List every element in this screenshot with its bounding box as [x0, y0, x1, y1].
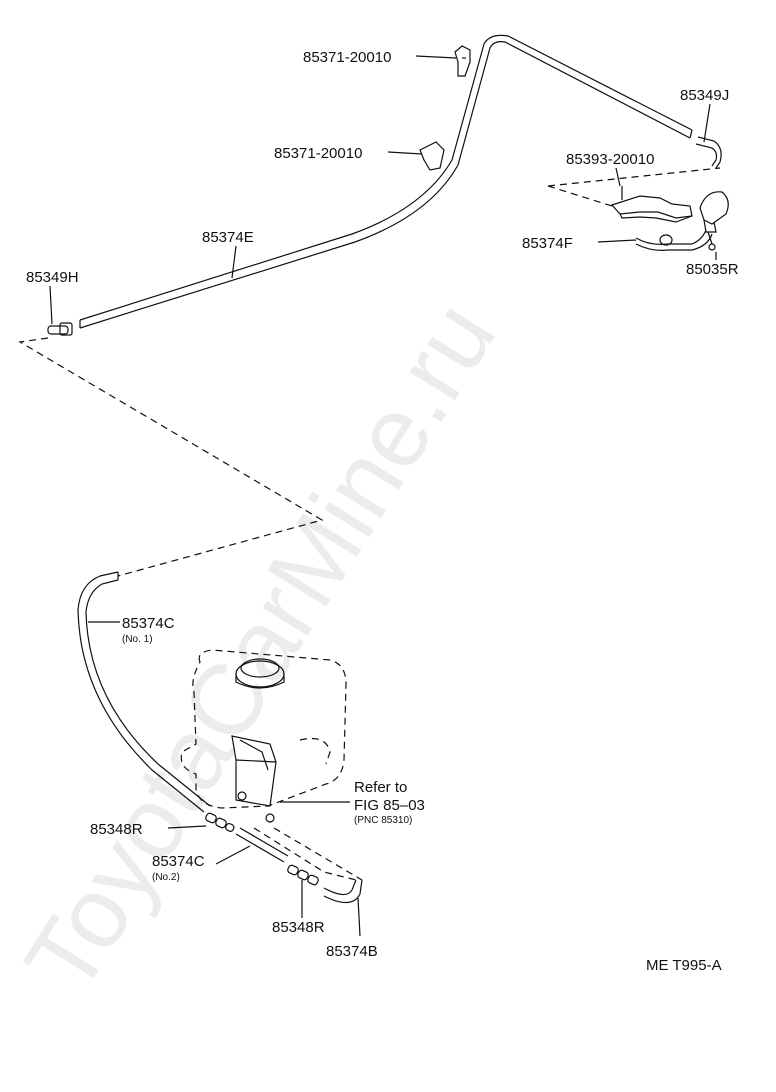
- label-hose-e: 85374E: [202, 229, 254, 246]
- bracket-85393: [610, 186, 693, 223]
- hose-85374f: [635, 229, 713, 251]
- label-hose-c2: 85374C: [152, 853, 205, 870]
- hose-85374b: [323, 879, 363, 904]
- clip-upper-part: [454, 45, 471, 77]
- label-hose-b: 85374B: [326, 943, 378, 960]
- label-joint-h: 85349H: [26, 269, 79, 286]
- dashed-line-lower: [253, 827, 363, 881]
- nozzle-85035r: [699, 191, 729, 251]
- label-joint-r-upper: 85348R: [90, 821, 143, 838]
- watermark-text: ToyotaCarMine.ru: [4, 283, 517, 1012]
- joint-85349j: [695, 136, 722, 169]
- dashed-line-main: [18, 337, 324, 577]
- label-joint-j: 85349J: [680, 87, 729, 104]
- clip-lower-part: [419, 141, 445, 171]
- label-hose-f: 85374F: [522, 235, 573, 252]
- label-nozzle: 85035R: [686, 261, 739, 278]
- washer-tank: [180, 649, 347, 809]
- label-hose-c1: 85374C: [122, 615, 175, 632]
- joint-85349h: [47, 322, 73, 336]
- label-clip-lower: 85371-20010: [274, 145, 362, 162]
- washer-pump: [231, 735, 277, 823]
- refer-line1: Refer to: [354, 779, 407, 796]
- hose-85374e: [79, 34, 693, 329]
- refer-line2: FIG 85–03: [354, 797, 425, 814]
- label-bracket: 85393-20010: [566, 151, 654, 168]
- label-hose-c1-note: (No. 1): [122, 634, 153, 645]
- hose-85374c-no2: [235, 827, 289, 863]
- leader-lines: [49, 55, 717, 937]
- label-joint-r-lower: 85348R: [272, 919, 325, 936]
- dashed-line-nozzle: [547, 167, 721, 207]
- label-clip-upper: 85371-20010: [303, 49, 391, 66]
- figure-code: ME T995-A: [646, 957, 722, 974]
- joint-85348r-lower-part: [287, 864, 319, 886]
- hose-85374c-no1: [77, 571, 211, 813]
- label-hose-c2-note: (No.2): [152, 872, 180, 883]
- joint-85348r-upper-part: [205, 812, 235, 832]
- refer-line3: (PNC 85310): [354, 815, 412, 826]
